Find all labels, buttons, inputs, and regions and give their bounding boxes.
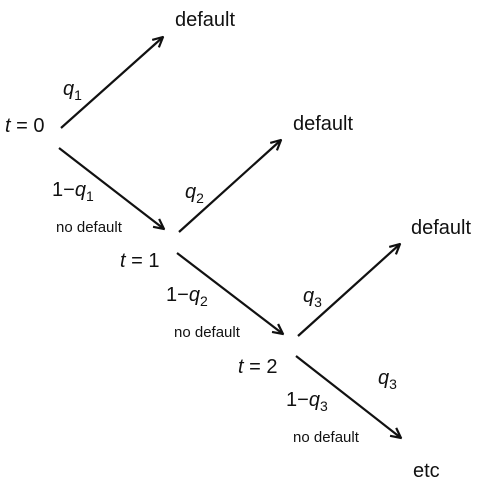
arrow-t0-default	[60, 37, 163, 129]
arrow-t1-no-default	[176, 252, 283, 334]
prob-q1-label: q1	[63, 78, 82, 103]
arrow-t2-no-default	[295, 355, 401, 438]
arrow-t1-default	[178, 140, 281, 233]
outcome-default-label: default	[411, 217, 472, 239]
no-default-label: no default	[293, 429, 359, 446]
no-default-label: no default	[56, 219, 122, 236]
time-node-t2: t = 2	[238, 356, 278, 378]
outcome-etc-label: etc	[413, 460, 440, 482]
arrow-t0-no-default	[58, 147, 164, 229]
no-default-label: no default	[174, 324, 240, 341]
prob-one-minus-q3-label: 1−q3	[286, 389, 328, 414]
prob-one-minus-q1-label: 1−q1	[52, 179, 94, 204]
time-node-t1: t = 1	[120, 250, 160, 272]
outcome-default-label: default	[175, 9, 236, 31]
prob-q2-label: q2	[185, 181, 204, 206]
time-node-t0: t = 0	[5, 115, 45, 137]
arrow-t2-default	[297, 244, 400, 337]
prob-q3-label: q3	[303, 285, 322, 310]
outcome-default-label: default	[293, 113, 354, 135]
prob-one-minus-q2-label: 1−q2	[166, 284, 208, 309]
prob-q3-label: q3	[378, 367, 397, 392]
